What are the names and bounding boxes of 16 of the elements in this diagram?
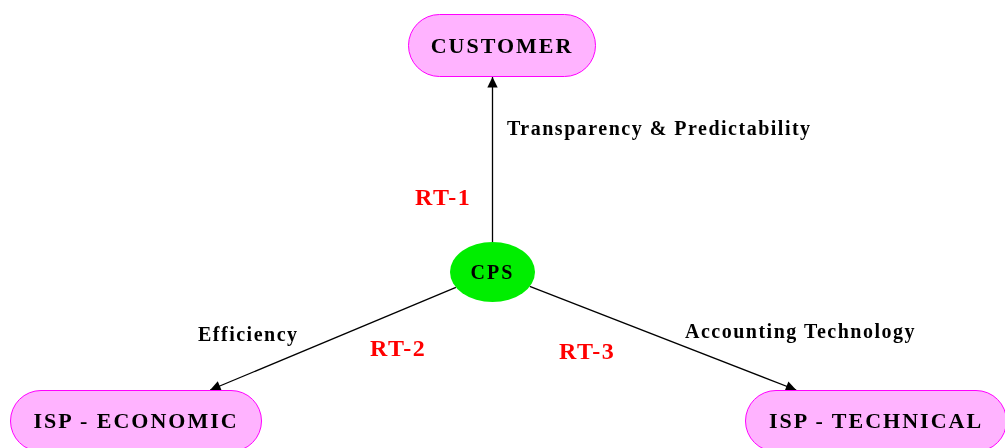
node-label: CPS (470, 260, 515, 284)
rounded-box (10, 390, 262, 448)
relation-label: RT-3 (559, 338, 616, 365)
node-label: ISP - TECHNICAL (768, 408, 984, 434)
arrow (209, 286, 457, 391)
edge-label: Transparency & Predictability (507, 117, 812, 140)
relation-label: RT-2 (370, 335, 427, 362)
arrow (487, 76, 498, 243)
node-label: ISP - ECONOMIC (33, 408, 239, 434)
arrow (529, 285, 797, 392)
rounded-box (745, 390, 1005, 448)
relation-label: RT-1 (415, 184, 472, 211)
node-label: CUSTOMER (430, 32, 574, 59)
edge-label: Accounting Technology (685, 320, 916, 343)
ellipse-node (450, 242, 535, 302)
edge-label: Efficiency (198, 323, 299, 346)
